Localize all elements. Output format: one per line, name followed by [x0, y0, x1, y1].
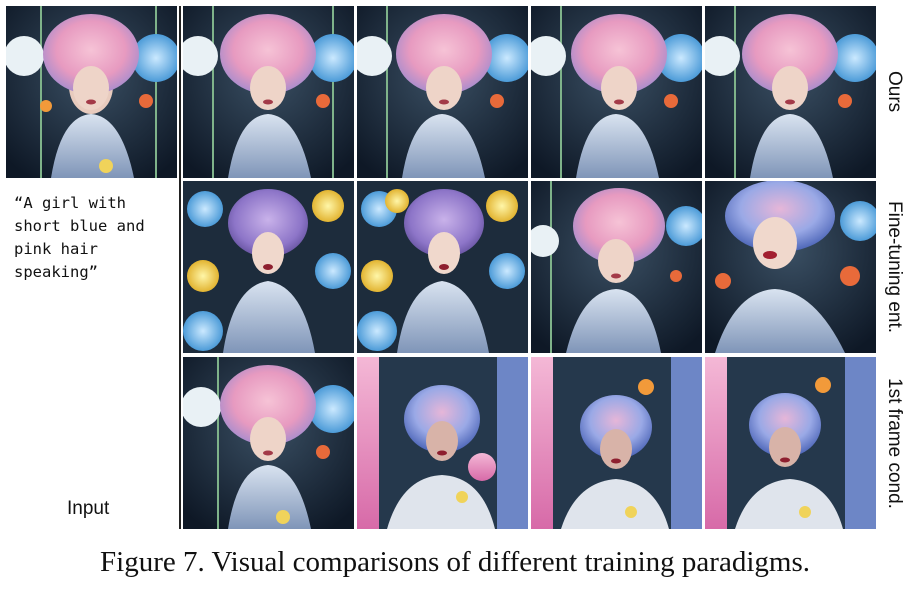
row-label-first-frame: 1st frame cond.	[884, 377, 905, 509]
fine-tuning-frame-4	[705, 181, 876, 353]
ours-frame-1	[183, 6, 354, 178]
row-label-ours: Ours	[884, 71, 905, 113]
first-frame-cond-frame-2	[357, 357, 528, 529]
input-image	[6, 6, 177, 178]
first-frame-cond-frame-4	[705, 357, 876, 529]
first-frame-cond-frame-1	[183, 357, 354, 529]
text-prompt: “A girl with short blue and pink hair sp…	[14, 194, 145, 281]
fine-tuning-frame-3	[531, 181, 702, 353]
ours-frame-3	[531, 6, 702, 178]
row-label-fine-tuning: Fine-tuning ent.	[884, 200, 905, 334]
figure-caption: Figure 7. Visual comparisons of differen…	[100, 546, 810, 578]
ours-frame-2	[357, 6, 528, 178]
input-label: Input	[67, 498, 110, 519]
first-frame-cond-frame-3	[531, 357, 702, 529]
ours-frame-4	[705, 6, 876, 178]
fine-tuning-frame-2	[357, 181, 528, 353]
input-divider	[179, 6, 181, 529]
fine-tuning-frame-1	[183, 181, 354, 353]
